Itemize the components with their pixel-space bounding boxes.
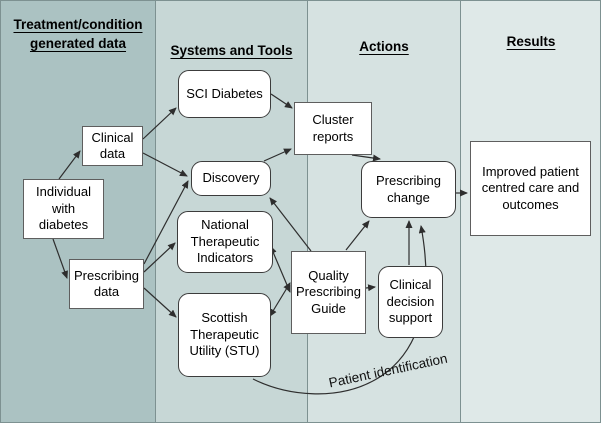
node-improved: Improved patient centred care and outcom… — [470, 141, 591, 236]
node-prescribing-data: Prescribing data — [69, 259, 144, 309]
node-cds: Clinical decision support — [378, 266, 443, 338]
node-individual: Individual with diabetes — [23, 179, 104, 239]
column-header-results: Results — [506, 34, 556, 49]
node-stu: Scottish Therapeutic Utility (STU) — [178, 293, 271, 377]
node-qpg: Quality Prescribing Guide — [291, 251, 366, 334]
node-clinical-data: Clinical data — [82, 126, 143, 166]
node-discovery: Discovery — [191, 161, 271, 196]
column-header-systems-tools: Systems and Tools — [170, 43, 293, 58]
node-sci-diabetes: SCI Diabetes — [178, 70, 271, 118]
node-cluster-reports: Cluster reports — [294, 102, 372, 155]
node-prescribing-change: Prescribing change — [361, 161, 456, 218]
column-header-treatment-data: Treatment/condition generated data — [13, 17, 143, 51]
node-nti: National Therapeutic Indicators — [177, 211, 273, 273]
column-header-actions: Actions — [359, 39, 409, 54]
